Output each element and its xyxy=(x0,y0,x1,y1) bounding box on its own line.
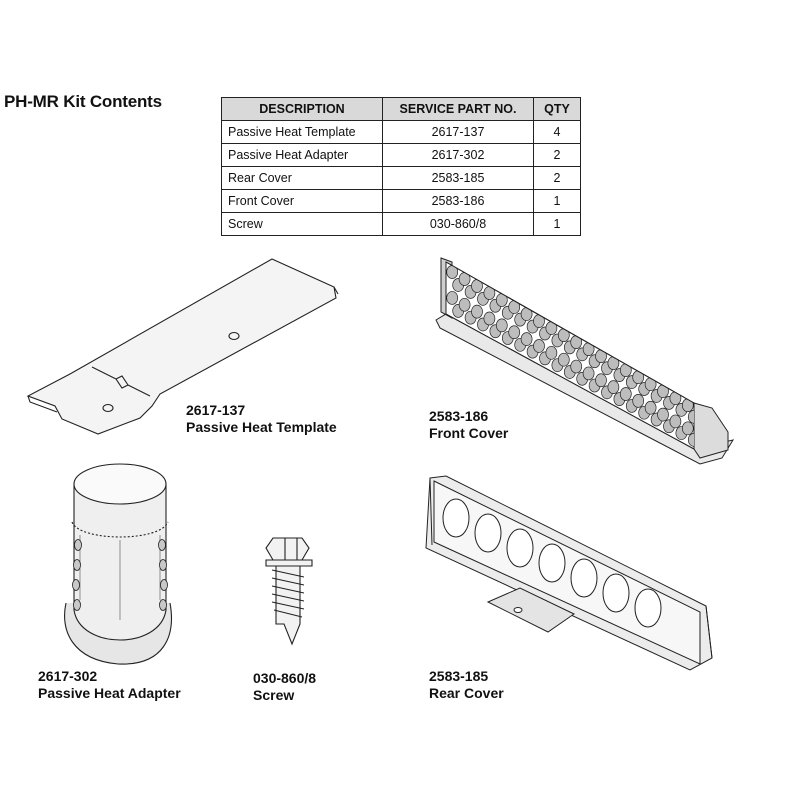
adapter-hole xyxy=(160,579,168,591)
cell-part-no: 030-860/8 xyxy=(382,212,534,236)
cell-description: Passive Heat Template xyxy=(221,120,383,144)
adapter-hole xyxy=(158,539,166,551)
rear-cover-hole xyxy=(602,573,630,613)
rear-cover-hole xyxy=(570,558,598,598)
rear-cover-part-number: 2583-185 xyxy=(429,668,489,684)
column-header-qty: QTY xyxy=(533,97,581,121)
perforation-hole xyxy=(619,363,632,378)
passive-heat-adapter-drawing xyxy=(64,463,172,665)
cell-part-no: 2617-137 xyxy=(382,120,534,144)
rear-cover-label: 2583-185 Rear Cover xyxy=(429,668,504,702)
cell-part-no: 2583-185 xyxy=(382,166,534,190)
perforation-hole xyxy=(483,311,496,326)
perforation-hole xyxy=(669,414,682,429)
perforation-hole xyxy=(681,398,694,413)
perforation-hole xyxy=(595,373,607,388)
front-cover-part-number: 2583-186 xyxy=(429,408,489,424)
perforation-hole xyxy=(644,400,657,415)
perforation-hole xyxy=(533,339,545,353)
perforation-hole xyxy=(681,421,694,436)
perforation-hole xyxy=(607,380,620,394)
rear-cover-drawing xyxy=(425,475,713,671)
perforation-hole xyxy=(545,345,558,360)
cell-qty: 1 xyxy=(533,212,581,236)
perforation-hole xyxy=(657,384,669,399)
adapter-part-name: Passive Heat Adapter xyxy=(38,685,181,701)
rear-cover-hole xyxy=(538,543,566,583)
page-title: PH-MR Kit Contents xyxy=(4,92,162,111)
kit-contents-table: DESCRIPTION SERVICE PART NO. QTY Passive… xyxy=(221,97,581,236)
perforation-hole xyxy=(657,407,669,422)
perforation-hole xyxy=(520,332,533,346)
column-header-part-no: SERVICE PART NO. xyxy=(382,97,534,121)
perforation-hole xyxy=(495,318,508,333)
perforation-hole xyxy=(557,352,570,367)
screw-drawing xyxy=(265,537,313,646)
adapter-hole xyxy=(72,579,80,591)
front-cover-part-name: Front Cover xyxy=(429,425,509,441)
rear-cover-hole xyxy=(474,513,502,553)
rear-cover-hole xyxy=(506,528,534,568)
adapter-hole xyxy=(159,559,167,571)
perforation-hole xyxy=(582,342,595,356)
perforation-hole xyxy=(644,377,657,392)
adapter-hole xyxy=(159,599,167,611)
template-part-number: 2617-137 xyxy=(186,402,246,418)
rear-cover-part-name: Rear Cover xyxy=(429,685,504,701)
perforation-hole xyxy=(619,387,632,401)
perforation-hole xyxy=(687,433,694,447)
adapter-label: 2617-302 Passive Heat Adapter xyxy=(38,668,181,702)
adapter-part-number: 2617-302 xyxy=(38,668,98,684)
perforation-hole xyxy=(471,304,483,319)
perforation-hole xyxy=(669,391,682,406)
table-row: Screw 030-860/8 1 xyxy=(221,212,581,236)
cell-description: Passive Heat Adapter xyxy=(221,143,383,167)
perforation-hole xyxy=(458,297,471,312)
adapter-hole xyxy=(74,539,82,551)
template-label: 2617-137 Passive Heat Template xyxy=(186,402,337,436)
screw-part-name: Screw xyxy=(253,687,295,703)
passive-heat-template-drawing xyxy=(26,258,339,435)
table-row: Passive Heat Adapter 2617-302 2 xyxy=(221,143,581,167)
screw-part-number: 030-860/8 xyxy=(253,670,317,686)
perforation-hole xyxy=(595,349,607,364)
perforation-hole xyxy=(570,359,583,374)
perforation-hole xyxy=(632,394,645,408)
perforation-hole xyxy=(570,335,583,349)
perforation-hole xyxy=(508,325,521,340)
perforation-hole xyxy=(687,409,694,424)
screw-label: 030-860/8 Screw xyxy=(253,670,316,704)
adapter-hole xyxy=(73,559,81,571)
perforation-hole xyxy=(632,370,645,385)
perforation-hole xyxy=(582,366,595,381)
rear-cover-hole xyxy=(442,498,470,538)
perforation-hole xyxy=(446,291,459,305)
perforation-hole xyxy=(607,356,620,371)
front-cover-label: 2583-186 Front Cover xyxy=(429,408,508,442)
perforation-hole xyxy=(557,328,570,342)
front-cover-drawing xyxy=(435,257,735,465)
table-header-row: DESCRIPTION SERVICE PART NO. QTY xyxy=(221,97,581,121)
adapter-hole xyxy=(73,599,81,611)
cell-description: Screw xyxy=(221,212,383,236)
template-part-name: Passive Heat Template xyxy=(186,419,337,435)
rear-cover-hole xyxy=(634,588,662,628)
